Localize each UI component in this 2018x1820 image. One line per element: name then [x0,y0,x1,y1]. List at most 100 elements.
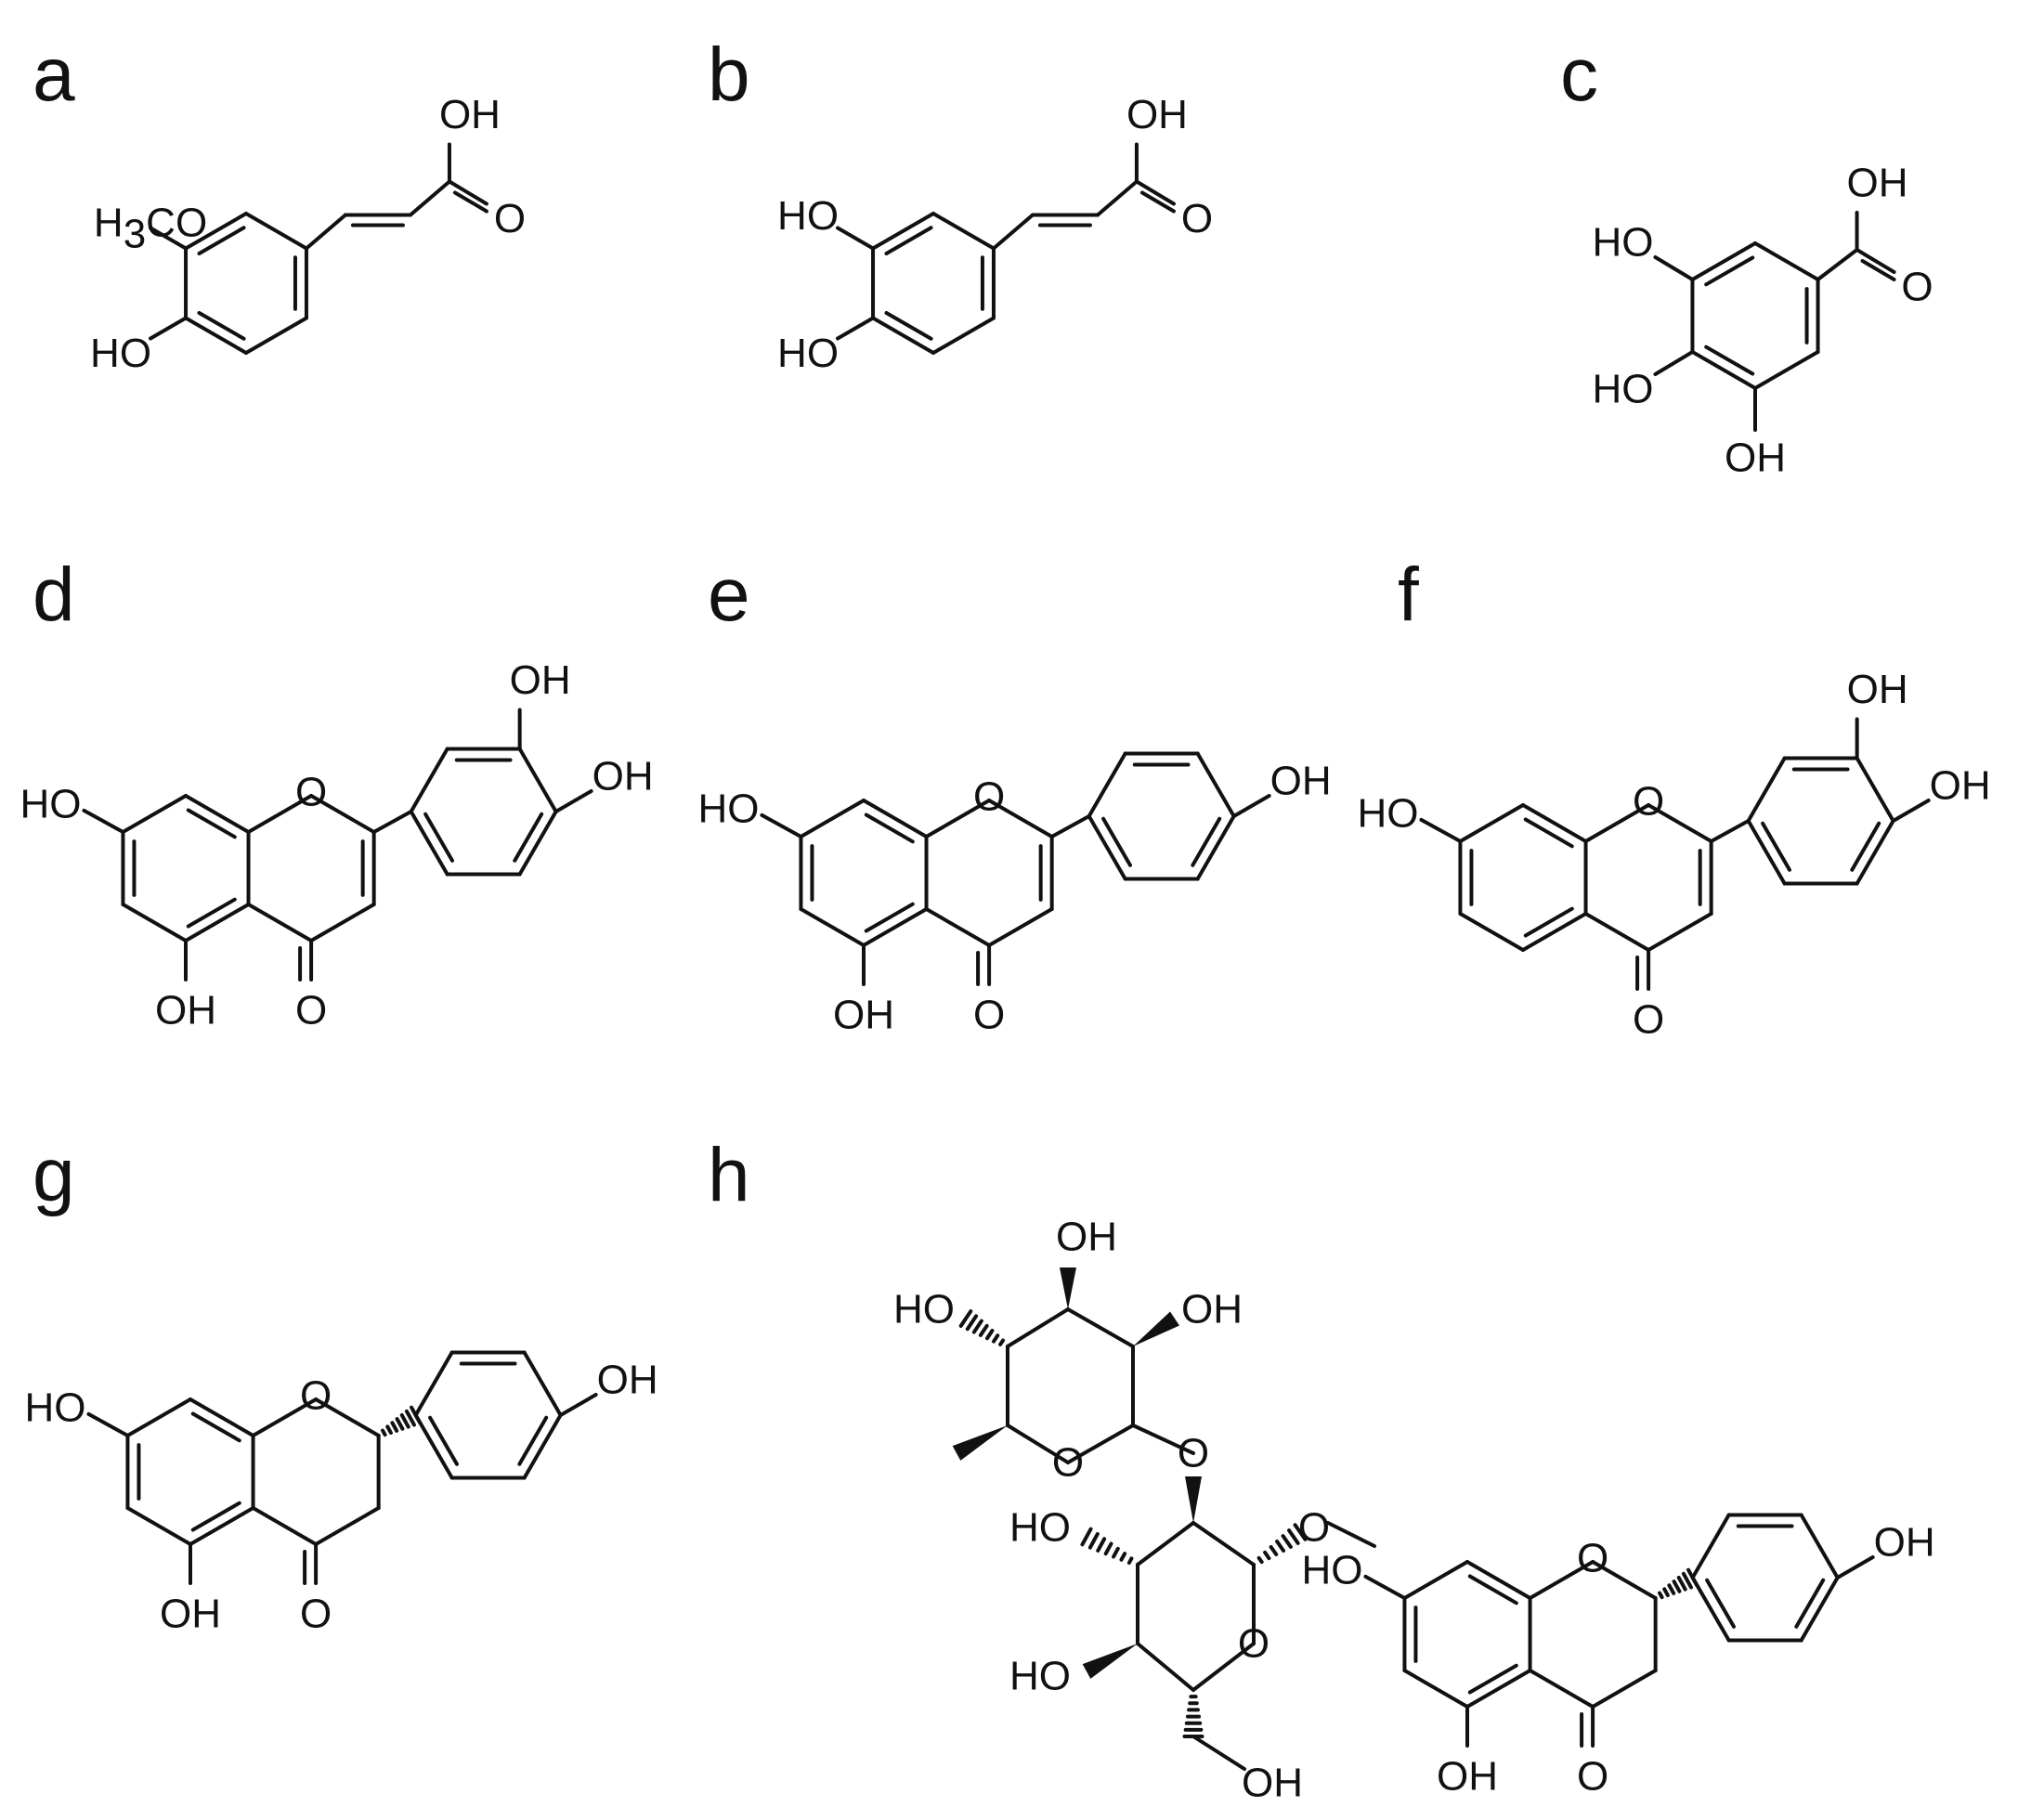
bond-line [1066,1424,1135,1464]
double-bond-line [186,897,237,929]
double-bond-line [1523,817,1574,849]
bond-line [1195,814,1236,881]
bond-line [121,794,188,834]
bond-line [1087,814,1127,881]
bond-line [1647,803,1713,843]
hashed-bond-line [1269,1544,1279,1557]
atom-label: OH [1725,436,1786,481]
hashed-bond-line [1119,1552,1127,1562]
double-bond-line [517,1415,549,1466]
bond-line [1095,179,1139,217]
bond-line [184,212,248,251]
hashed-bond-line [958,1309,973,1328]
bond-line [314,1398,381,1437]
bond-line [1326,1521,1376,1548]
bond-line [1709,819,1751,843]
double-bond-line [197,310,246,341]
double-bond-line [1191,816,1222,867]
bond-line [184,316,248,355]
atom-label: O [1052,1440,1084,1486]
atom-label: O [1577,1754,1608,1800]
hashed-bond-line [1293,1523,1308,1541]
atom-label: HO [1009,1505,1071,1551]
bond-line [1191,1735,1246,1771]
bond-line [1583,912,1651,952]
atom-label: HO [90,331,151,376]
bond-line [149,316,189,341]
bond-line [371,810,413,834]
bond-line [244,316,308,355]
atom-label: HO [893,1287,955,1332]
bond-line [189,1506,255,1546]
bond-line [447,179,488,206]
bond-line [1006,1424,1070,1464]
bond-line [408,179,451,217]
bond-line [1591,1560,1658,1600]
bond-line [1647,912,1713,952]
double-bond-line [1761,821,1791,872]
bond-line [413,1350,454,1417]
hashed-bond-line [984,1329,995,1341]
atom-label: HO [1592,367,1653,412]
hashed-bond-line [1080,1527,1093,1547]
bond-line [1690,350,1757,390]
bond-line [1458,803,1525,843]
bond-line [1465,1669,1532,1709]
bond-line [1191,1521,1256,1566]
bond-line [799,907,866,947]
hashed-bond-line [1112,1546,1120,1559]
hashed-bond-line [1676,1575,1687,1592]
bond-line [1521,803,1588,843]
bond-line [862,799,929,838]
atom-label: O [1633,997,1664,1043]
methoxy-label: H3CO [94,200,207,256]
bond-line [517,810,558,877]
bond-line [409,747,449,813]
bond-line [1746,819,1787,886]
double-bond-line [513,812,544,863]
bond-line [1136,1642,1195,1692]
atom-label: HO [1357,791,1418,837]
double-bond-line [1850,821,1881,872]
bond-line [1799,1513,1840,1580]
double-bond-line [190,1501,241,1532]
bond-line [1419,817,1463,843]
hashed-bond-line [381,1428,387,1437]
atom-label: O [1633,779,1664,825]
bond-line [1653,255,1695,281]
hashed-bond-line [1281,1534,1293,1549]
bond-line [125,1398,192,1437]
wedge-bond [1060,1268,1076,1309]
double-bond-line [1467,1663,1518,1695]
double-bond-line [186,808,237,839]
bond-line [799,799,866,838]
double-bond-line [884,226,933,256]
bond-line [1402,1560,1469,1600]
atom-label: OH [155,988,216,1034]
atom-label: O [300,1592,332,1637]
bond-line [987,799,1054,838]
double-bond-line [428,1415,459,1466]
bond-line [1465,1560,1532,1600]
atom-label: OH [510,657,571,703]
atom-label: O [300,1373,332,1419]
bond-line [1363,1574,1407,1600]
bond-line [558,1393,598,1417]
bond-line [1799,1576,1840,1643]
panel-label-h: h [708,1133,750,1217]
bond-line [121,903,188,942]
bond-line [836,316,876,341]
bond-line [931,316,996,355]
hashed-bond-line [978,1323,989,1337]
bond-line [309,794,376,834]
bond-line [1753,241,1820,281]
double-bond-line [1704,344,1755,376]
bond-line [924,799,992,838]
double-bond-line [1139,190,1176,214]
bond-line [1231,794,1271,818]
bond-line [991,213,1035,251]
atom-label: OH [1847,161,1908,206]
hashed-bond-line [1658,1591,1664,1600]
panel-label-b: b [708,32,750,117]
